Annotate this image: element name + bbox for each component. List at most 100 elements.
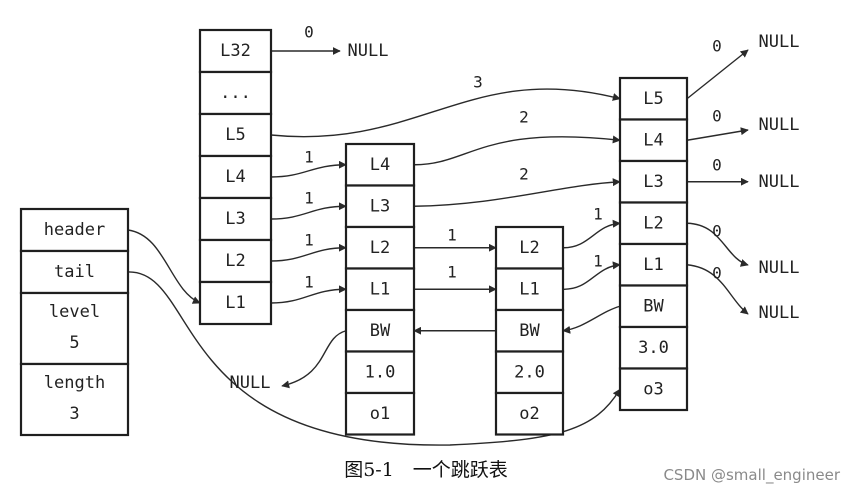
node-o3-cell (618, 242, 689, 287)
node-o3-cell (618, 325, 689, 370)
node-o1-label: BW (370, 321, 391, 341)
node-o2-cell (494, 308, 565, 353)
edge-header-l5-o3 (270, 88, 621, 138)
node-o2-cell (494, 267, 565, 312)
list-tail-label: tail (54, 262, 95, 282)
edge-list-tail-pointer (127, 271, 621, 446)
edge-o1-l4-o3 (413, 135, 621, 166)
node-o2-label: o2 (519, 404, 539, 424)
edge-o3-l4-null (686, 127, 749, 141)
edge-o1-l3-o3 (413, 178, 621, 207)
null-label: NULL (759, 172, 800, 192)
null-label: NULL (759, 32, 800, 52)
edge-o3-l1-null (686, 264, 749, 315)
node-o2-label: 2.0 (514, 362, 545, 382)
null-label: NULL (348, 41, 389, 61)
edge-header-to-o1 (270, 285, 347, 304)
header-level-label: L4 (225, 167, 245, 187)
span-label: 0 (304, 23, 314, 42)
edge-o2-l1-o3 (562, 261, 621, 290)
null-label: NULL (759, 258, 800, 278)
header-level-cell (198, 196, 273, 242)
span-label: 1 (593, 205, 603, 224)
null-label: NULL (230, 373, 271, 393)
edge-header-to-o1 (270, 243, 347, 262)
edge-o3-bw-o2 (562, 305, 621, 334)
edge-o3-l5-null (686, 49, 749, 100)
node-o1-cell (344, 225, 416, 270)
node-o1-label: L4 (370, 155, 390, 175)
header-level-label: L5 (225, 125, 245, 145)
span-label: 0 (712, 222, 722, 241)
watermark: CSDN @small_engineer (663, 466, 840, 484)
edge-o3-l2-null (686, 222, 749, 267)
edge-o2-l2-o3 (562, 219, 621, 249)
node-o3-label: BW (643, 296, 664, 316)
edge-header-to-o1 (270, 202, 347, 220)
span-label: 0 (712, 264, 722, 283)
header-level-label: L2 (225, 251, 245, 271)
node-o3-label: L2 (643, 213, 663, 233)
header-level-cell (198, 28, 273, 74)
list-level-value: 5 (69, 333, 79, 353)
node-o3-label: L4 (643, 130, 663, 150)
edge-o1-bw-null (281, 330, 347, 389)
node-o3-cell (618, 367, 689, 412)
node-o3-cell (618, 284, 689, 329)
span-label: 2 (519, 165, 529, 184)
node-o3-label: L3 (643, 172, 663, 192)
header-level-cell (198, 280, 273, 326)
edge-list-header-pointer (127, 229, 201, 304)
node-o1-cell (344, 391, 416, 436)
header-level-label: L32 (220, 41, 251, 61)
span-label: 3 (473, 73, 483, 92)
span-label: 1 (304, 189, 314, 208)
span-label: 1 (593, 252, 603, 271)
node-o3-cell (618, 118, 689, 163)
node-o1-cell (344, 142, 416, 187)
node-o2-cell (494, 391, 565, 436)
node-o2-cell (494, 350, 565, 395)
span-label: 1 (447, 263, 457, 282)
list-length-label: length (44, 373, 105, 393)
edge-header-to-o1 (270, 160, 347, 178)
null-label: NULL (759, 115, 800, 135)
node-o3-label: L1 (643, 255, 663, 275)
span-label: 0 (712, 37, 722, 56)
span-label: 1 (304, 273, 314, 292)
header-level-cell (198, 70, 273, 116)
node-o3-label: 3.0 (638, 338, 669, 358)
list-tail-cell (19, 249, 130, 295)
span-label: 0 (712, 107, 722, 126)
node-o1-label: L3 (370, 196, 390, 216)
span-label: 1 (304, 231, 314, 250)
node-o3-label: L5 (643, 89, 663, 109)
span-label: 1 (447, 226, 457, 245)
span-label: 1 (304, 148, 314, 167)
list-header-label: header (44, 220, 105, 240)
list-level-label: level (49, 302, 100, 322)
node-o1-label: o1 (370, 404, 390, 424)
null-label: NULL (759, 303, 800, 323)
node-o1-cell (344, 267, 416, 312)
span-label: 0 (712, 156, 722, 175)
header-level-cell (198, 238, 273, 284)
node-o3-cell (618, 76, 689, 121)
header-level-label: ... (220, 83, 251, 103)
node-o1-label: L1 (370, 279, 390, 299)
node-o2-label: L2 (519, 238, 539, 258)
figure-caption: 图5-1 一个跳跃表 (344, 459, 508, 481)
node-o2-label: BW (519, 321, 540, 341)
list-header-cell (19, 207, 130, 253)
node-o1-label: 1.0 (365, 362, 396, 382)
node-o2-label: L1 (519, 279, 539, 299)
header-level-label: L1 (225, 293, 245, 313)
list-length-cell (19, 362, 130, 437)
node-o3-label: o3 (643, 379, 663, 399)
node-o1-label: L2 (370, 238, 390, 258)
header-level-label: L3 (225, 209, 245, 229)
span-label: 2 (519, 108, 529, 127)
header-level-cell (198, 112, 273, 158)
list-length-value: 3 (69, 404, 79, 424)
